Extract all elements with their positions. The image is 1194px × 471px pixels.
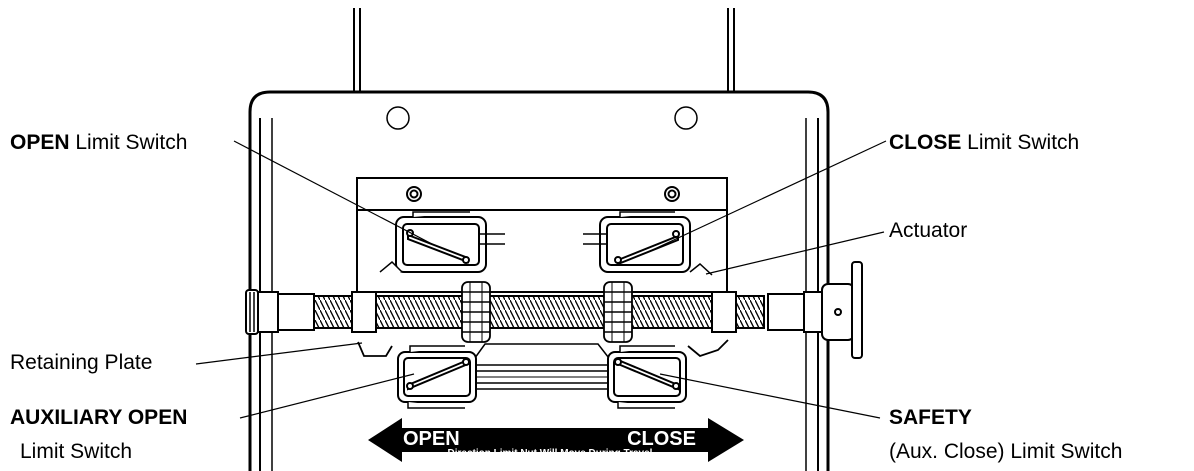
close-limit-switch-label: CLOSE Limit Switch xyxy=(889,131,1080,154)
arrow-open-text: OPEN xyxy=(403,428,460,450)
open-limit-switch xyxy=(379,211,505,273)
direction-arrow: OPEN CLOSE Direction Limit Nut Will Move… xyxy=(368,418,744,462)
lower-bracket xyxy=(357,339,729,363)
limit-nuts xyxy=(461,281,633,343)
housing xyxy=(248,90,830,471)
open-limit-switch-label: OPEN Limit Switch xyxy=(10,131,188,154)
safety-label-line2: (Aux. Close) Limit Switch xyxy=(889,440,1123,463)
arrow-caption: Direction Limit Nut Will Move During Tra… xyxy=(448,448,653,459)
arrow-close-text: CLOSE xyxy=(627,428,696,450)
threaded-shaft xyxy=(245,261,863,359)
safety-label: SAFETY xyxy=(889,406,972,429)
actuator-label: Actuator xyxy=(889,219,968,242)
switch-connector xyxy=(476,364,608,390)
auxiliary-open-limit-switch xyxy=(397,345,477,409)
auxiliary-open-label-line2: Limit Switch xyxy=(20,440,133,463)
retaining-plate-bracket xyxy=(356,177,728,293)
safety-limit-switch xyxy=(607,345,687,409)
leader-lines xyxy=(195,140,887,419)
close-limit-switch xyxy=(583,211,713,276)
mounting-rods xyxy=(353,8,735,92)
auxiliary-open-label: AUXILIARY OPEN xyxy=(10,406,188,429)
retaining-plate-label: Retaining Plate xyxy=(10,351,153,374)
